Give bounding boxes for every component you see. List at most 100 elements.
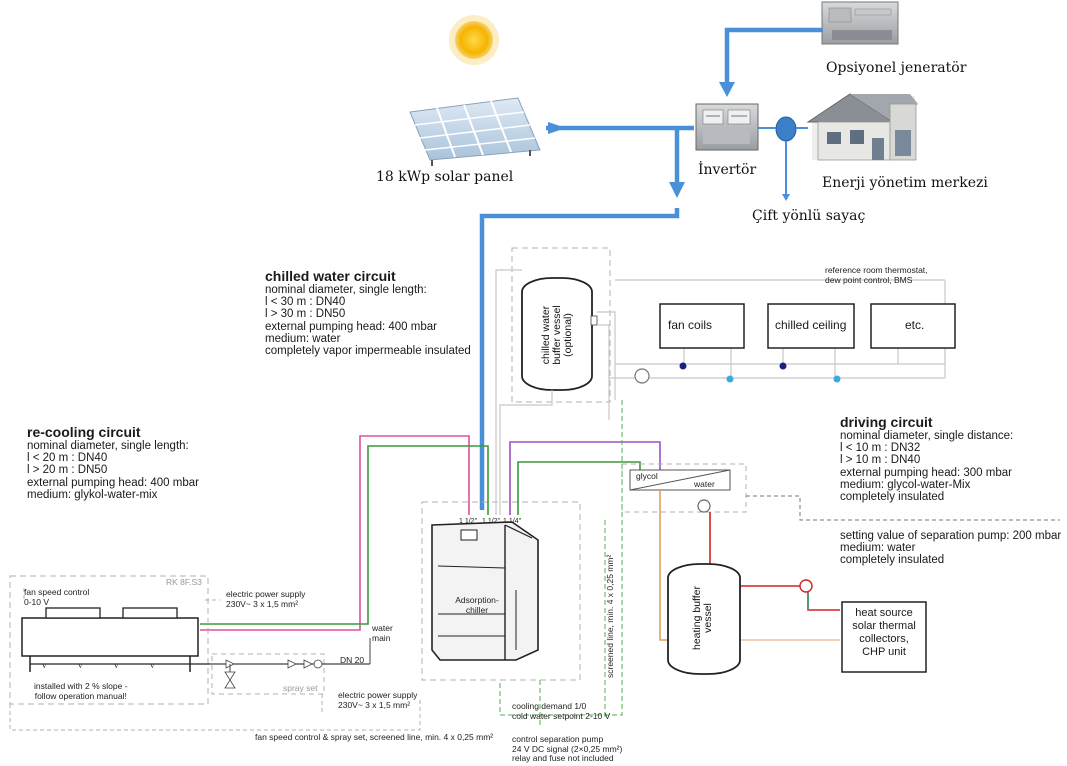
chiller-label-line-2: chiller xyxy=(465,604,489,615)
spray-set-label: spray set xyxy=(283,683,318,693)
recooling-line-4: external pumping head: 400 mbar xyxy=(27,476,199,489)
recooling-pipes xyxy=(200,435,489,631)
chiller-frame xyxy=(421,501,581,681)
solar-panel-icon xyxy=(409,97,541,166)
cooling-demand-line-2: cold water setpoint 2-10 V xyxy=(512,710,611,721)
inverter-icon xyxy=(695,103,759,151)
recooler-power-line-1: electric power supply xyxy=(226,589,306,599)
svg-text:v: v xyxy=(114,660,119,670)
pump-control-note: control separation pump 24 V DC signal (… xyxy=(512,734,623,764)
chilled-ceiling-label: chilled ceiling xyxy=(775,318,847,332)
recooling-circuit-title: re-cooling circuit xyxy=(27,424,141,440)
chilled-line-2: l < 30 m : DN40 xyxy=(265,296,346,309)
separation-block: setting value of separation pump: 200 mb… xyxy=(840,530,1061,567)
recooling-line-5: medium: glykol-water-mix xyxy=(27,488,158,501)
inverter-label: İnvertör xyxy=(698,162,757,178)
water-main-line-2: main xyxy=(372,632,391,643)
svg-text:v: v xyxy=(150,660,155,670)
chilled-buffer-label: chilled water buffer vessel (optional) xyxy=(540,287,575,383)
fan-coils-box xyxy=(659,303,745,349)
recooler-power-line-2: 230V~ 3 x 1,5 mm² xyxy=(226,598,299,609)
heat-exchanger xyxy=(621,463,1060,521)
dn20-label: DN 20 xyxy=(340,655,365,665)
chilled-line-5: medium: water xyxy=(265,332,341,345)
recooling-line-1: nominal diameter, single length: xyxy=(27,440,189,452)
etc-box xyxy=(870,303,956,349)
pipe-valves xyxy=(634,362,841,384)
chiller-label-line-1: Adsorption- xyxy=(455,595,499,605)
driving-circuit-block: driving circuit nominal diameter, single… xyxy=(840,414,1013,503)
cooling-demand-line-1: cooling demand 1/0 xyxy=(512,701,587,711)
chilled-circuit-block: chilled water circuit nominal diameter, … xyxy=(265,268,471,357)
recooling-line-2: l < 20 m : DN40 xyxy=(27,452,108,465)
chiller-power-line-2: 230V~ 3 x 1,5 mm² xyxy=(338,699,411,710)
fan-spray-note: fan speed control & spray set, screened … xyxy=(255,732,494,742)
chilled-buffer-line-3: (optional) xyxy=(562,313,574,357)
exchanger-glycol-label: glycol xyxy=(636,471,658,481)
chiller-power-label: electric power supply 230V~ 3 x 1,5 mm² xyxy=(338,690,418,710)
chilled-distribution-pipes xyxy=(597,279,946,420)
chilled-circuit-title: chilled water circuit xyxy=(265,268,396,284)
thermostat-line-2: dew point control, BMS xyxy=(825,274,913,285)
install-note: installed with 2 % slope - follow operat… xyxy=(34,681,128,701)
chiller-port-1: 1 1/2" xyxy=(459,518,478,525)
heat-source-box xyxy=(841,601,927,673)
recooler-control-lines xyxy=(9,588,421,731)
thermostat-note: reference room thermostat, dew point con… xyxy=(825,265,928,285)
exchanger-water-label: water xyxy=(694,479,715,489)
screened-line-note: screened line, min. 4 x 0,25 mm² xyxy=(605,554,615,678)
chilled-ceiling-box xyxy=(767,303,855,349)
solar-feed-lines xyxy=(479,27,823,510)
chiller-port-3: 1 1/4" xyxy=(503,518,522,525)
recooler-power-label: electric power supply 230V~ 3 x 1,5 mm² xyxy=(226,589,306,609)
chilled-line-4: external pumping head: 400 mbar xyxy=(265,320,437,333)
pump-control-line-1: control separation pump xyxy=(512,734,604,744)
house-icon xyxy=(806,93,918,161)
flow-arrowheads xyxy=(669,82,735,198)
meter-label: Çift yönlü sayaç xyxy=(752,208,866,224)
sun-icon xyxy=(449,15,499,65)
driving-line-2: l < 10 m : DN32 xyxy=(840,442,921,455)
water-main-line-1: water xyxy=(372,623,393,633)
fan-speed-line-1: fan speed control xyxy=(24,587,90,597)
separation-line-1: setting value of separation pump: 200 mb… xyxy=(840,530,1062,542)
chilled-buffer-pipes xyxy=(495,269,553,515)
chiller-port-2: 1 1/2" xyxy=(482,518,501,525)
heating-buffer-vessel xyxy=(667,563,741,675)
solar-panel-label: 18 kWp solar panel xyxy=(376,169,514,185)
chilled-line-3: l > 30 m : DN50 xyxy=(265,308,346,321)
svg-text:v: v xyxy=(42,660,47,670)
energy-center-label: Enerji yönetim merkezi xyxy=(822,175,988,191)
pump-control-line-2: 24 V DC signal (2×0,25 mm²) xyxy=(512,743,623,754)
fan-speed-label: fan speed control 0-10 V xyxy=(24,587,90,607)
water-main-label: water main xyxy=(372,623,393,643)
heating-pipes xyxy=(659,490,840,641)
bidirectional-meter-icon xyxy=(775,116,797,142)
chilled-line-6: completely vapor impermeable insulated xyxy=(265,345,471,358)
install-line-1: installed with 2 % slope - xyxy=(34,681,128,691)
chiller-label: Adsorption- chiller xyxy=(447,595,507,615)
heat-source-label: heat source solar thermal collectors, CH… xyxy=(842,607,926,659)
recooler-tag: RK 8F.S3 xyxy=(166,577,202,587)
svg-text:v: v xyxy=(78,660,83,670)
thermostat-line-1: reference room thermostat, xyxy=(825,265,928,275)
meter-links xyxy=(758,127,808,196)
driving-line-4: external pumping head: 300 mbar xyxy=(840,466,1012,479)
spray-set xyxy=(210,638,371,695)
heat-source-line-4: CHP unit xyxy=(862,646,906,658)
chiller-power-line-1: electric power supply xyxy=(338,690,418,700)
driving-line-6: completely insulated xyxy=(840,491,945,504)
heating-buffer-label: heating buffer vessel xyxy=(691,572,716,664)
install-line-2: follow operation manual! xyxy=(34,690,127,701)
fan-speed-line-2: 0-10 V xyxy=(24,596,50,607)
driving-line-1: nominal diameter, single distance: xyxy=(840,430,1014,442)
heating-buffer-line-2: vessel xyxy=(702,603,714,633)
adsorption-chiller xyxy=(431,521,539,661)
etc-label: etc. xyxy=(905,318,925,332)
fan-coils-label: fan coils xyxy=(668,318,713,332)
generator-icon xyxy=(821,1,899,45)
control-lines xyxy=(499,400,623,725)
separation-line-2: medium: water xyxy=(840,542,916,555)
